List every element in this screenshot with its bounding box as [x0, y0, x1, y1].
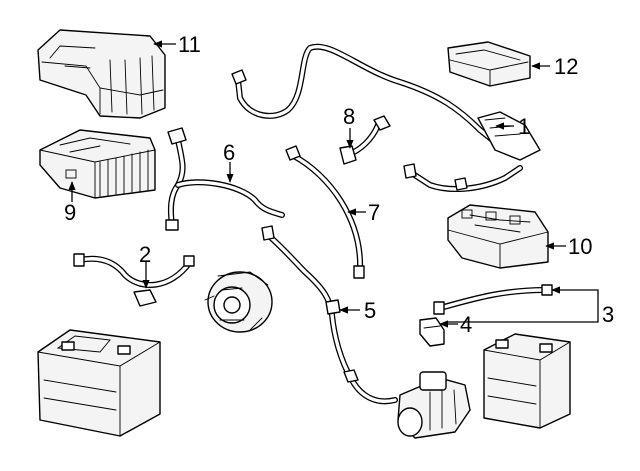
callout-1: 1 — [518, 114, 530, 139]
part-2-battery-cable — [73, 253, 195, 307]
part-1-cable-harness — [231, 43, 541, 192]
alternator — [204, 271, 273, 333]
starter-motor — [397, 371, 471, 439]
part-3-cable — [433, 284, 553, 315]
callout-7: 7 — [368, 200, 380, 225]
callout-11: 11 — [178, 32, 201, 57]
part-6-ground-cable — [165, 127, 285, 231]
part-7-curved-cable — [285, 145, 365, 279]
callout-9: 9 — [64, 200, 76, 225]
callout-5: 5 — [364, 298, 376, 323]
part-4-terminal — [419, 317, 445, 347]
callout-4: 4 — [460, 312, 472, 337]
callout-2: 2 — [139, 242, 151, 267]
callout-6: 6 — [223, 140, 235, 165]
leader-lines — [68, 40, 599, 328]
part-11-cover — [37, 29, 166, 119]
part-12-module — [447, 41, 531, 87]
battery-left — [37, 329, 161, 437]
part-5-starter-cable — [261, 225, 398, 405]
callout-labels: 11 12 1 8 6 7 9 10 2 5 4 3 — [64, 32, 614, 337]
battery-right — [483, 333, 571, 429]
callout-10: 10 — [568, 234, 592, 259]
part-10-relay-box — [447, 204, 549, 269]
callout-3: 3 — [602, 302, 614, 327]
callout-12: 12 — [554, 54, 578, 79]
callout-8: 8 — [343, 104, 355, 129]
part-9-fuse-box — [39, 129, 156, 199]
